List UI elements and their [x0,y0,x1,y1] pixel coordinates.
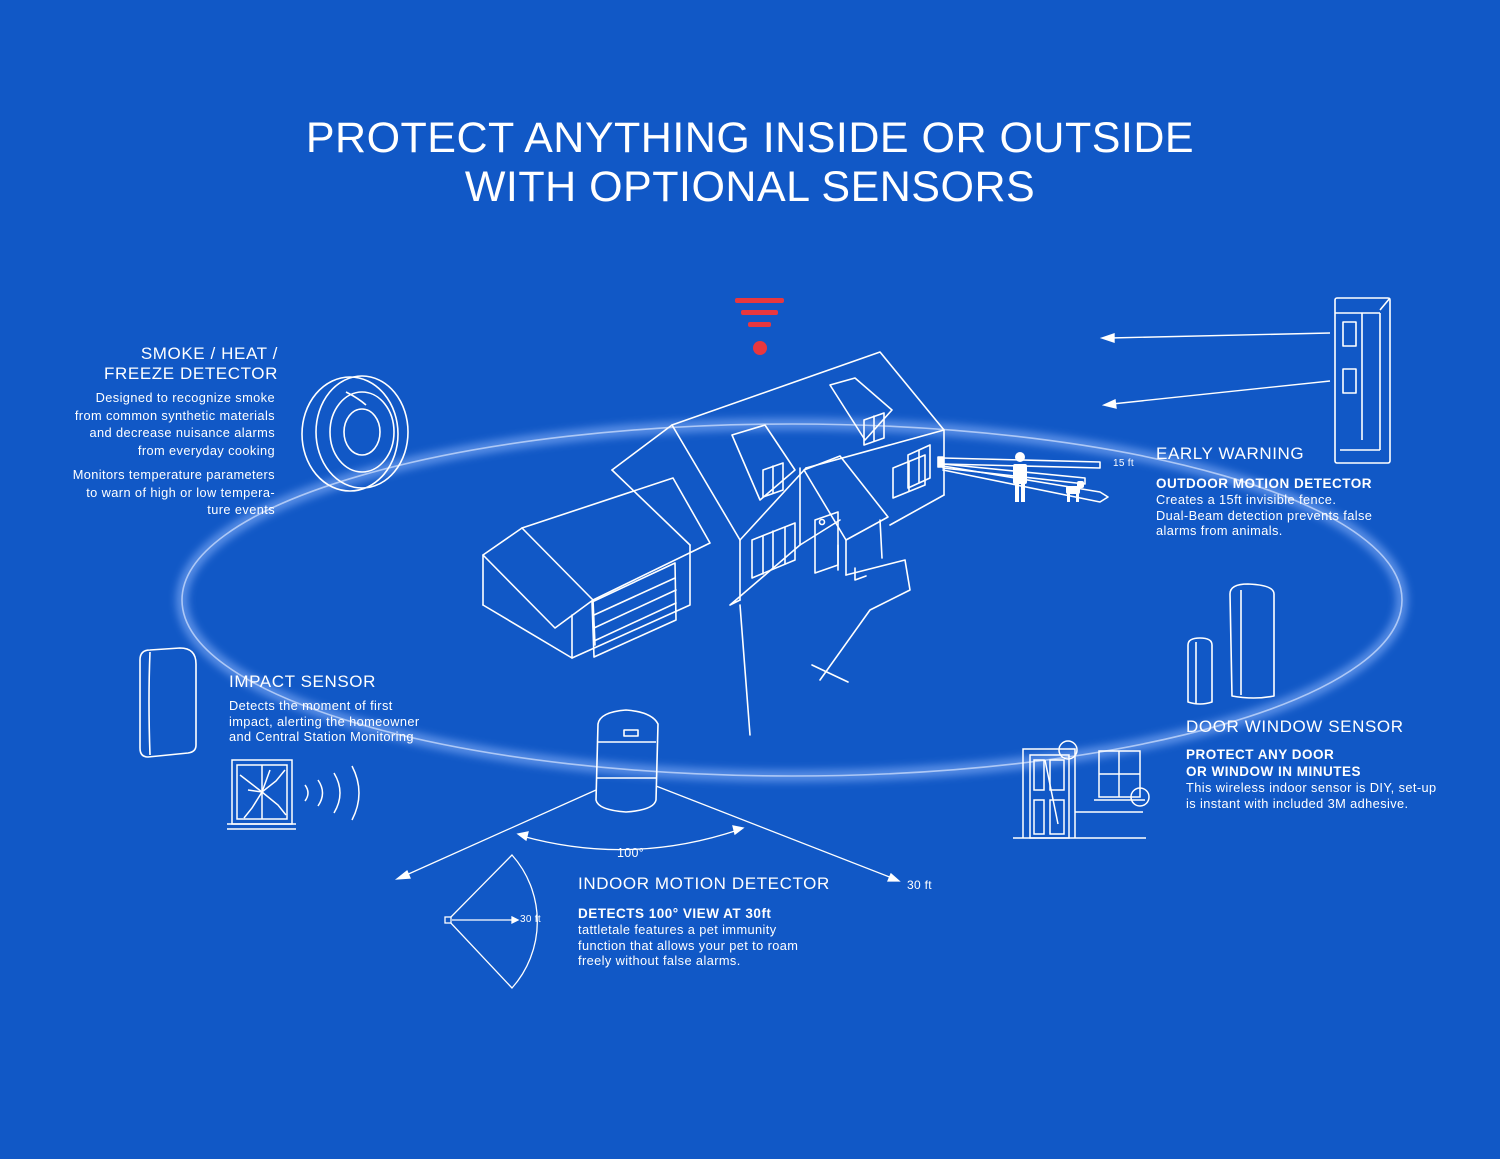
early-text-line: Dual-Beam detection prevents false [1156,507,1373,523]
impact-sensor-section: IMPACT SENSOR Detects the moment of firs… [229,672,420,745]
indoor-motion-detector-icon [595,709,659,813]
smoke-text-line: Designed to recognize smoke [95,390,275,405]
indoor-text-line: freely without false alarms. [578,953,741,968]
indoor-detection-lines [394,785,901,882]
smoke-text-line: and decrease nuisance alarms [89,425,275,440]
title-line-1: PROTECT ANYTHING INSIDE OR OUTSIDE [305,114,1195,162]
indoor-range-label: 30 ft [907,878,932,892]
fan-range-label: 30 ft [520,914,541,925]
indoor-text-line: function that allows your pet to roam [578,937,799,953]
impact-text-line: Detects the moment of first [229,698,393,713]
early-warning-details: OUTDOOR MOTION DETECTOR Creates a 15ft i… [1156,475,1372,539]
indoor-motion-section: INDOOR MOTION DETECTOR DETECTS 100° VIEW… [578,874,830,969]
impact-text-line: and Central Station Monitoring [229,729,414,744]
page-title: PROTECT ANYTHING INSIDE OR OUTSIDE WITH … [0,114,1500,212]
door-window-sensor-icon [1187,583,1275,705]
impact-text-line: impact, alerting the homeowner [229,713,420,729]
early-text-line: alarms from animals. [1156,523,1283,538]
smoke-heading-line-1: SMOKE / HEAT / [140,344,278,363]
door-text-line: is instant with included 3M adhesive. [1186,795,1409,811]
door-subhead-line-1: PROTECT ANY DOOR [1186,747,1335,762]
door-text-line: This wireless indoor sensor is DIY, set-… [1186,780,1437,795]
smoke-description-2: Monitors temperature parameters to warn … [10,466,275,519]
smoke-heading-line-2: FREEZE DETECTOR [104,364,278,383]
indoor-subhead: DETECTS 100° VIEW AT 30ft [578,906,772,921]
smoke-text-line: from everyday cooking [137,442,275,458]
smoke-text-line: Monitors temperature parameters [72,467,275,482]
door-window-heading: DOOR WINDOW SENSOR [1186,717,1404,736]
wifi-signal-icon [735,298,784,355]
detection-fan-icon [444,854,538,989]
outdoor-beam-arrows [1099,332,1331,409]
window-icon [1094,750,1150,807]
early-warning-subhead: OUTDOOR MOTION DETECTOR [1156,476,1372,491]
early-warning-section: EARLY WARNING [1156,444,1304,464]
house-illustration [482,351,1109,736]
smoke-description-1: Designed to recognize smoke from common … [10,389,275,459]
title-line-2: WITH OPTIONAL SENSORS [464,163,1036,211]
smoke-text-line: ture events [207,502,275,517]
smoke-detector-icon [301,375,409,492]
person-icon [1013,452,1027,502]
smoke-text-line: from common synthetic materials [74,407,275,423]
early-warning-heading: EARLY WARNING [1156,444,1305,463]
indoor-text-line: tattletale features a pet immunity [578,922,777,937]
indoor-angle-label: 100° [617,846,645,860]
early-range-label: 15 ft [1113,458,1134,469]
dog-icon [1066,481,1084,502]
outdoor-motion-detector-icon [1334,297,1391,464]
indoor-heading: INDOOR MOTION DETECTOR [578,874,830,893]
early-text-line: Creates a 15ft invisible fence. [1156,492,1337,507]
door-subhead-line-2: OR WINDOW IN MINUTES [1186,764,1361,779]
impact-sensor-icon [139,647,197,758]
door-window-section: DOOR WINDOW SENSOR PROTECT ANY DOOR OR W… [1186,717,1437,811]
door-icon [1013,740,1146,839]
impact-heading: IMPACT SENSOR [229,672,376,691]
smoke-detector-section: SMOKE / HEAT / FREEZE DETECTOR [30,344,278,384]
perimeter-ellipse [176,418,1408,782]
broken-window-icon [227,759,360,830]
smoke-text-line: to warn of high or low tempera- [86,484,275,500]
